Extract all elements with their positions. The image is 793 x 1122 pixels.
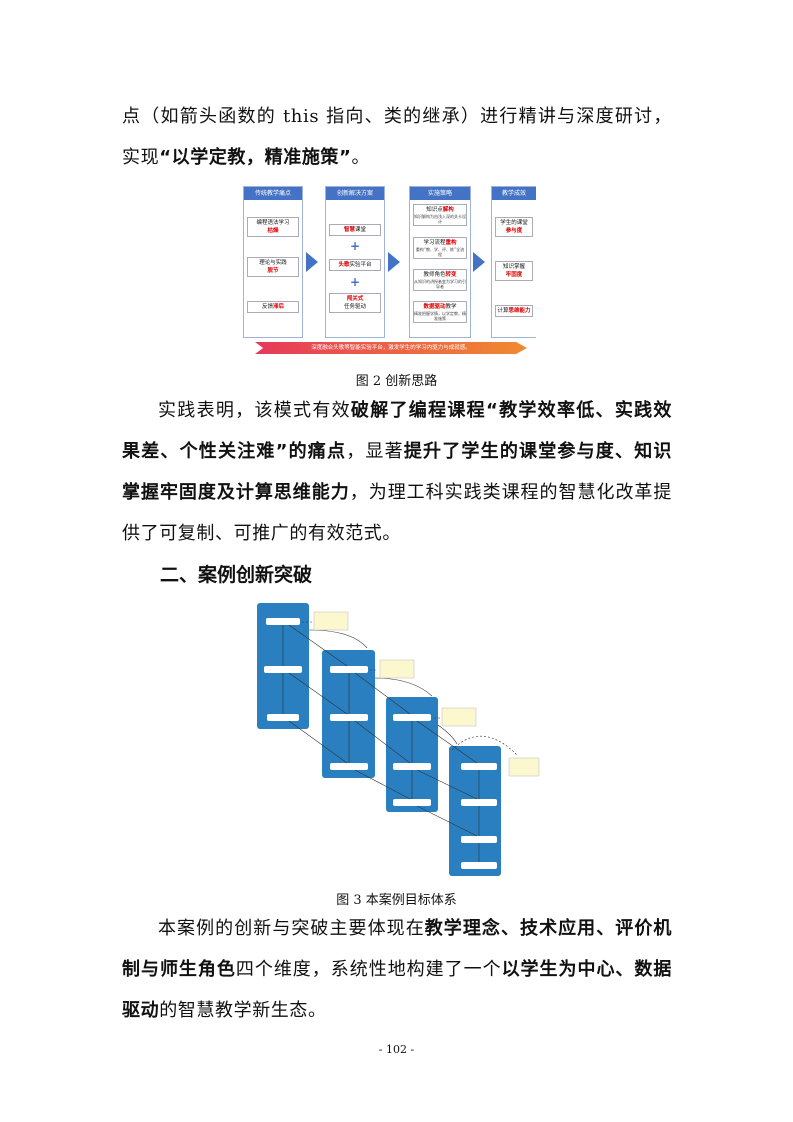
- t: 反馈: [261, 304, 273, 310]
- item: 知识点解构知识解构为由浅入深的关卡设计: [413, 204, 467, 226]
- t: 思维能力: [508, 308, 531, 314]
- t: 重构: [445, 240, 457, 246]
- t: 智慧: [343, 227, 355, 233]
- column-title: 实施策略: [410, 187, 470, 200]
- note: [441, 707, 477, 727]
- text: 四个维度，系统性地构建了一个: [235, 959, 502, 980]
- column-pain-points: 传统教学痛点 编程语法学习枯燥 理论与实践脱节 反馈滞后: [243, 186, 303, 338]
- t: 理论与实践: [259, 260, 287, 266]
- t: 参与度: [505, 228, 523, 234]
- figure-goal-system-diagram: [252, 600, 542, 880]
- text: 实践表明，该模式有效: [158, 400, 351, 421]
- note: [379, 659, 415, 679]
- t: 闯关式: [346, 296, 364, 302]
- t: 学生的课堂: [500, 220, 528, 226]
- arrow-icon: [388, 252, 400, 272]
- paragraph-results: 实践表明，该模式有效破解了编程课程“教学效率低、实践效果差、个性关注难”的痛点，…: [122, 390, 672, 554]
- t: 从知识的讲授者变为学习的引导者: [414, 279, 466, 289]
- bold-text: 教学理念、技术应用、评价机制与师生角色: [122, 918, 672, 980]
- t: 编程语法学习: [256, 220, 290, 226]
- item: 计算思维能力: [495, 305, 533, 317]
- arrow-icon: [473, 252, 485, 272]
- item: 教师角色转变从知识的讲授者变为学习的引导者: [413, 269, 467, 291]
- column-outcomes: 教学成效 学生的课堂参与度 知识掌握牢固度 计算思维能力: [491, 186, 536, 338]
- t: 计算: [497, 308, 509, 314]
- t: 解构: [442, 207, 454, 213]
- banner-arrow: 深度融合头歌等智能实验平台，激发学生的学习内驱力与成就感。: [255, 342, 527, 354]
- paragraph-innovation: 本案例的创新与突破主要体现在教学理念、技术应用、评价机制与师生角色四个维度，系统…: [122, 908, 672, 1031]
- t: 知识点: [426, 207, 443, 213]
- note: [508, 757, 540, 777]
- column-title: 教学成效: [492, 187, 536, 200]
- bold-text: 提升了学生的课堂参与度、知识掌握牢固度及计算思维能力: [122, 441, 673, 503]
- t: 知识解构为由浅入深的关卡设计: [414, 214, 466, 224]
- item: 理论与实践脱节: [247, 257, 299, 277]
- t: 头歌: [338, 262, 350, 268]
- t: 知识掌握: [502, 264, 525, 270]
- t: 实验平台: [349, 262, 372, 268]
- column-strategies: 实施策略 知识点解构知识解构为由浅入深的关卡设计 学习流程重构重构“教、学、评、…: [409, 186, 471, 338]
- column-title: 传统教学痛点: [244, 187, 302, 200]
- t: 课堂: [355, 227, 367, 233]
- figure-innovation-approach: 传统教学痛点 编程语法学习枯燥 理论与实践脱节 反馈滞后 创新解决方案 智慧课堂…: [243, 186, 536, 356]
- t: 学习流程: [423, 240, 446, 246]
- page-number: - 102 -: [378, 1043, 415, 1056]
- bold-text: 破解了编程课程“教学效率低、实践效果差、个性关注难”的痛点: [122, 400, 673, 462]
- column-solutions: 创新解决方案 智慧课堂 + 头歌实验平台 + 闯关式任务驱动: [325, 186, 385, 338]
- t: 牢固度: [505, 272, 523, 278]
- item: 数据驱动教学精准把握学情，以学定教，精准施策: [413, 301, 467, 323]
- text: ，显著: [346, 441, 404, 462]
- text: ，为理工科实践类课程的智慧化改革提供了可复制、可推广的有效范式。: [122, 482, 673, 544]
- item: 闯关式任务驱动: [329, 293, 381, 313]
- t: 脱节: [267, 268, 279, 274]
- text: 。: [351, 147, 371, 168]
- t: 转变: [445, 272, 457, 278]
- t: 任务驱动: [343, 304, 366, 310]
- arrow-icon: [306, 252, 318, 272]
- note: [313, 611, 349, 631]
- item: 智慧课堂: [329, 224, 381, 236]
- plus-icon: +: [350, 275, 361, 289]
- t: 枯燥: [267, 228, 279, 234]
- text: 本案例的创新与突破主要体现在: [158, 918, 425, 939]
- item: 知识掌握牢固度: [495, 261, 533, 281]
- item: 反馈滞后: [247, 301, 299, 313]
- figure-caption: 图 2 创新思路: [355, 374, 438, 389]
- t: 滞后: [273, 304, 285, 310]
- plus-icon: +: [350, 239, 361, 253]
- paragraph-intro: 点（如箭头函数的 this 指向、类的继承）进行精讲与深度研讨，实现“以学定教，…: [122, 96, 672, 178]
- item: 学生的课堂参与度: [495, 217, 533, 237]
- t: 教学: [445, 304, 457, 310]
- item: 编程语法学习枯燥: [247, 217, 299, 237]
- column-title: 创新解决方案: [326, 187, 384, 200]
- t: 教师角色: [423, 272, 446, 278]
- text: 点（如箭头函数的 this 指向、类的继承）进行精讲与深度研讨，实现: [122, 106, 672, 168]
- figure-caption: 图 3 本案例目标体系: [336, 893, 457, 908]
- text: 的智慧教学新生态。: [159, 1000, 327, 1021]
- t: 重构“教、学、评、练”全流程: [415, 247, 465, 257]
- item: 学习流程重构重构“教、学、评、练”全流程: [413, 237, 467, 259]
- stage-box: [449, 746, 501, 876]
- bold-text: “以学定教，精准施策”: [159, 147, 352, 168]
- item: 头歌实验平台: [329, 259, 381, 271]
- t: 数据驱动: [423, 304, 446, 310]
- t: 精准把握学情，以学定教，精准施策: [414, 311, 466, 321]
- bold-text: 以学生为中心、数据驱动: [122, 959, 672, 1021]
- section-heading: 二、案例创新突破: [160, 564, 313, 586]
